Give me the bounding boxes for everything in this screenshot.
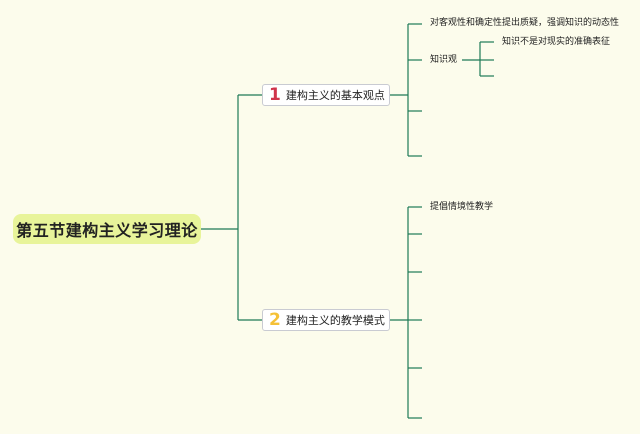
branch-label-2: 建构主义的教学模式 xyxy=(285,314,385,327)
root-topic[interactable]: 第五节建构主义学习理论 xyxy=(13,214,201,244)
subtopic-knowledge-view[interactable]: 知识观 xyxy=(430,55,458,65)
branch-number-1: 1 xyxy=(269,85,281,105)
branch-topic-1[interactable]: 1 建构主义的基本观点 xyxy=(262,84,390,106)
subtopic-situational-teaching[interactable]: 提倡情境性教学 xyxy=(430,202,494,212)
branch-topic-2[interactable]: 2 建构主义的教学模式 xyxy=(262,309,390,331)
subtopic-dynamic-knowledge[interactable]: 对客观性和确定性提出质疑，强调知识的动态性 xyxy=(430,18,620,28)
root-title: 第五节建构主义学习理论 xyxy=(16,221,198,240)
subtopic-not-accurate-representation[interactable]: 知识不是对现实的准确表征 xyxy=(502,37,611,47)
branch-number-2: 2 xyxy=(269,310,281,330)
branch-label-1: 建构主义的基本观点 xyxy=(285,89,385,102)
